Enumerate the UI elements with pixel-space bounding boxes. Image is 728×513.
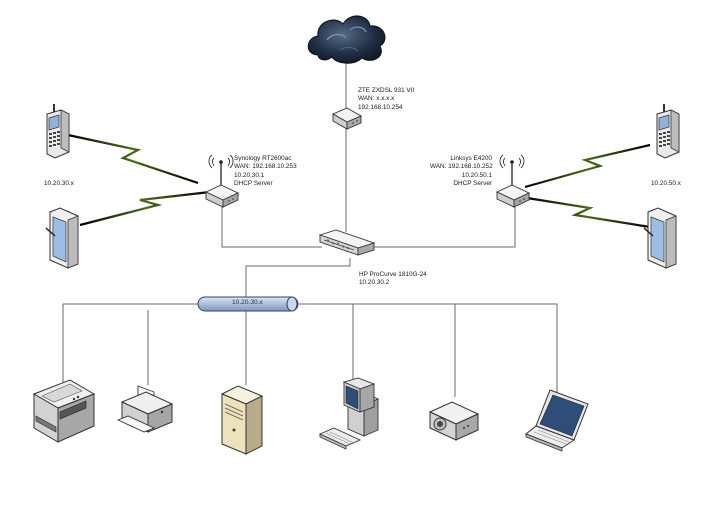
modem-name: ZTE ZXDSL 931 VII — [358, 87, 415, 94]
switch-name: HP ProCurve 1810G-24 — [359, 271, 427, 278]
router-left-name: Synology RT2600ac — [234, 155, 292, 162]
wireless-link-tablet-right — [526, 196, 651, 229]
wireless-links — [67, 133, 651, 229]
bus-label: 10.20.30.x — [232, 299, 263, 306]
projector-icon — [428, 401, 480, 441]
switch-label: HP ProCurve 1810G-24 10.20.30.2 — [359, 271, 427, 288]
cabling — [62, 60, 558, 397]
switch-ip: 10.20.30.2 — [359, 279, 390, 287]
modem-icon — [331, 107, 363, 130]
wireless-link-tablet-left — [79, 190, 211, 227]
subnet-left-label: 10.20.30.x — [44, 180, 74, 187]
router-left-role: DHCP Server — [234, 180, 273, 188]
subnet-right-label: 10.20.50.x — [651, 180, 681, 187]
multifunction-printer-icon — [32, 379, 96, 443]
modem-wan: WAN: x.x.x.x — [358, 95, 395, 103]
router-left-icon — [204, 154, 240, 208]
modem-label: ZTE ZXDSL 931 VII WAN: x.x.x.x 192.168.1… — [358, 87, 414, 112]
internet-cloud-icon — [307, 15, 386, 64]
router-right-icon — [495, 154, 531, 208]
tablet-right-icon — [643, 207, 677, 269]
wireless-link-phone-left — [67, 133, 199, 185]
router-right-lan: 10.20.50.1 — [461, 171, 492, 179]
drop-mfp — [62, 303, 198, 382]
cable-router-left-switch — [221, 205, 322, 248]
switch-icon — [318, 229, 376, 256]
router-right-role: DHCP Server — [453, 180, 492, 188]
printer-icon — [116, 385, 174, 433]
phone-right-icon — [656, 104, 680, 159]
modem-ip: 192.168.10.254 — [358, 103, 403, 111]
cable-switch-bus — [245, 258, 351, 298]
drop-laptop — [299, 303, 558, 392]
router-right-label: Linksys E4200 WAN: 192.168.10.252 10.20.… — [430, 155, 493, 189]
router-left-wan: WAN: 192.168.10.253 — [234, 163, 297, 171]
router-left-lan: 10.20.30.1 — [234, 171, 265, 179]
server-icon — [220, 385, 264, 455]
network-bus — [197, 296, 299, 312]
phone-left-icon — [46, 104, 70, 159]
router-right-name: Linksys E4200 — [450, 155, 492, 162]
router-left-label: Synology RT2600ac WAN: 192.168.10.253 10… — [234, 155, 297, 189]
router-right-wan: WAN: 192.168.10.252 — [430, 163, 493, 171]
cable-router-right-switch — [372, 205, 516, 248]
tablet-left-icon — [45, 207, 79, 269]
desktop-computer-icon — [318, 377, 380, 450]
wireless-link-phone-right — [524, 143, 651, 189]
laptop-icon — [525, 389, 589, 452]
